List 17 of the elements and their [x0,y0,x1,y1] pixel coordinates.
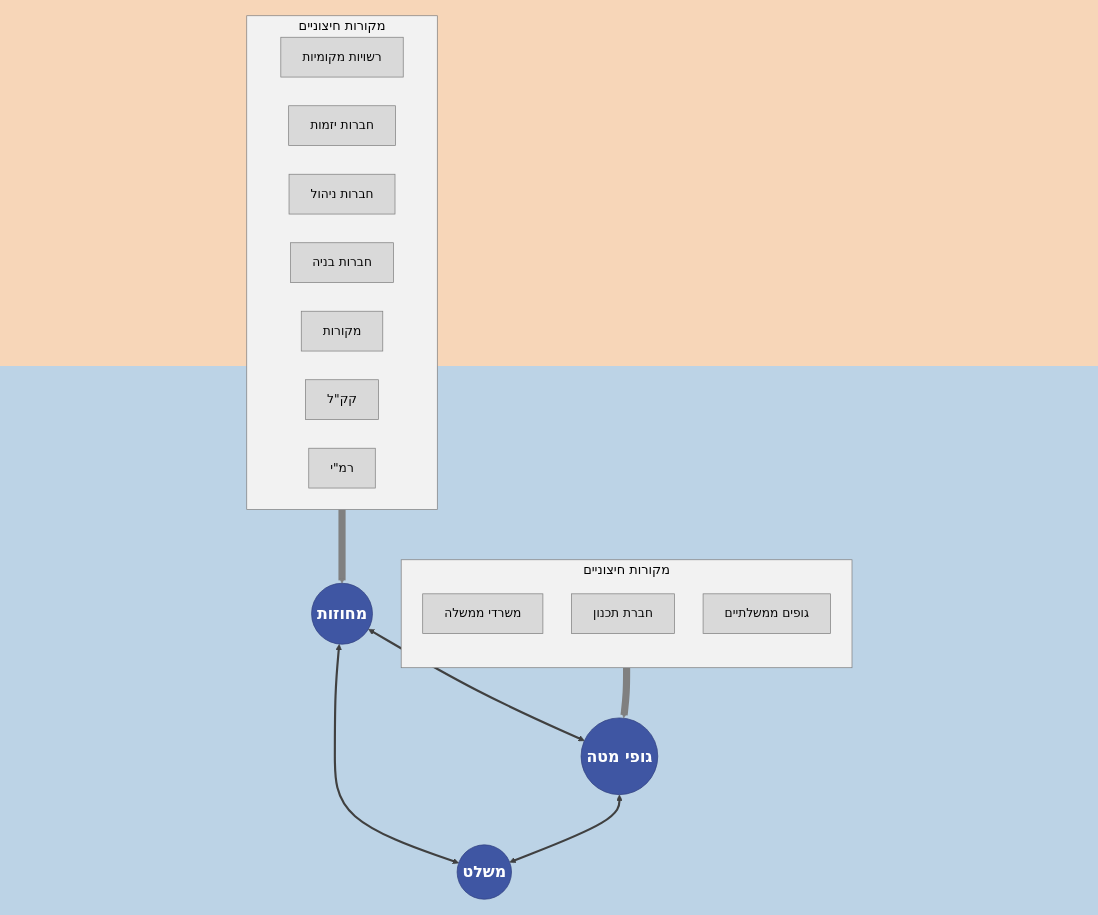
node-box: משרדי ממשלה [421,593,543,634]
node-box: מקורות [300,310,383,352]
node-box: חברות בניה [289,242,394,283]
arrow [509,794,623,864]
arrow [333,644,459,865]
node-circle: משלט [456,844,512,900]
arrow [338,509,346,584]
arrow [620,667,630,719]
node-box: קק"ל [304,379,379,420]
node-box: חברות יזמות [287,105,396,146]
node-box: גופים ממשלתיים [702,593,831,634]
node-circle: גופי מטה [580,717,658,795]
node-circle: מחוזות [310,582,373,645]
node-box: רמ"י [308,447,376,489]
node-box: חברת תכנון [570,593,675,634]
node-box: רשויות מקומיות [280,36,404,78]
node-box: חברות ניהול [288,173,395,215]
